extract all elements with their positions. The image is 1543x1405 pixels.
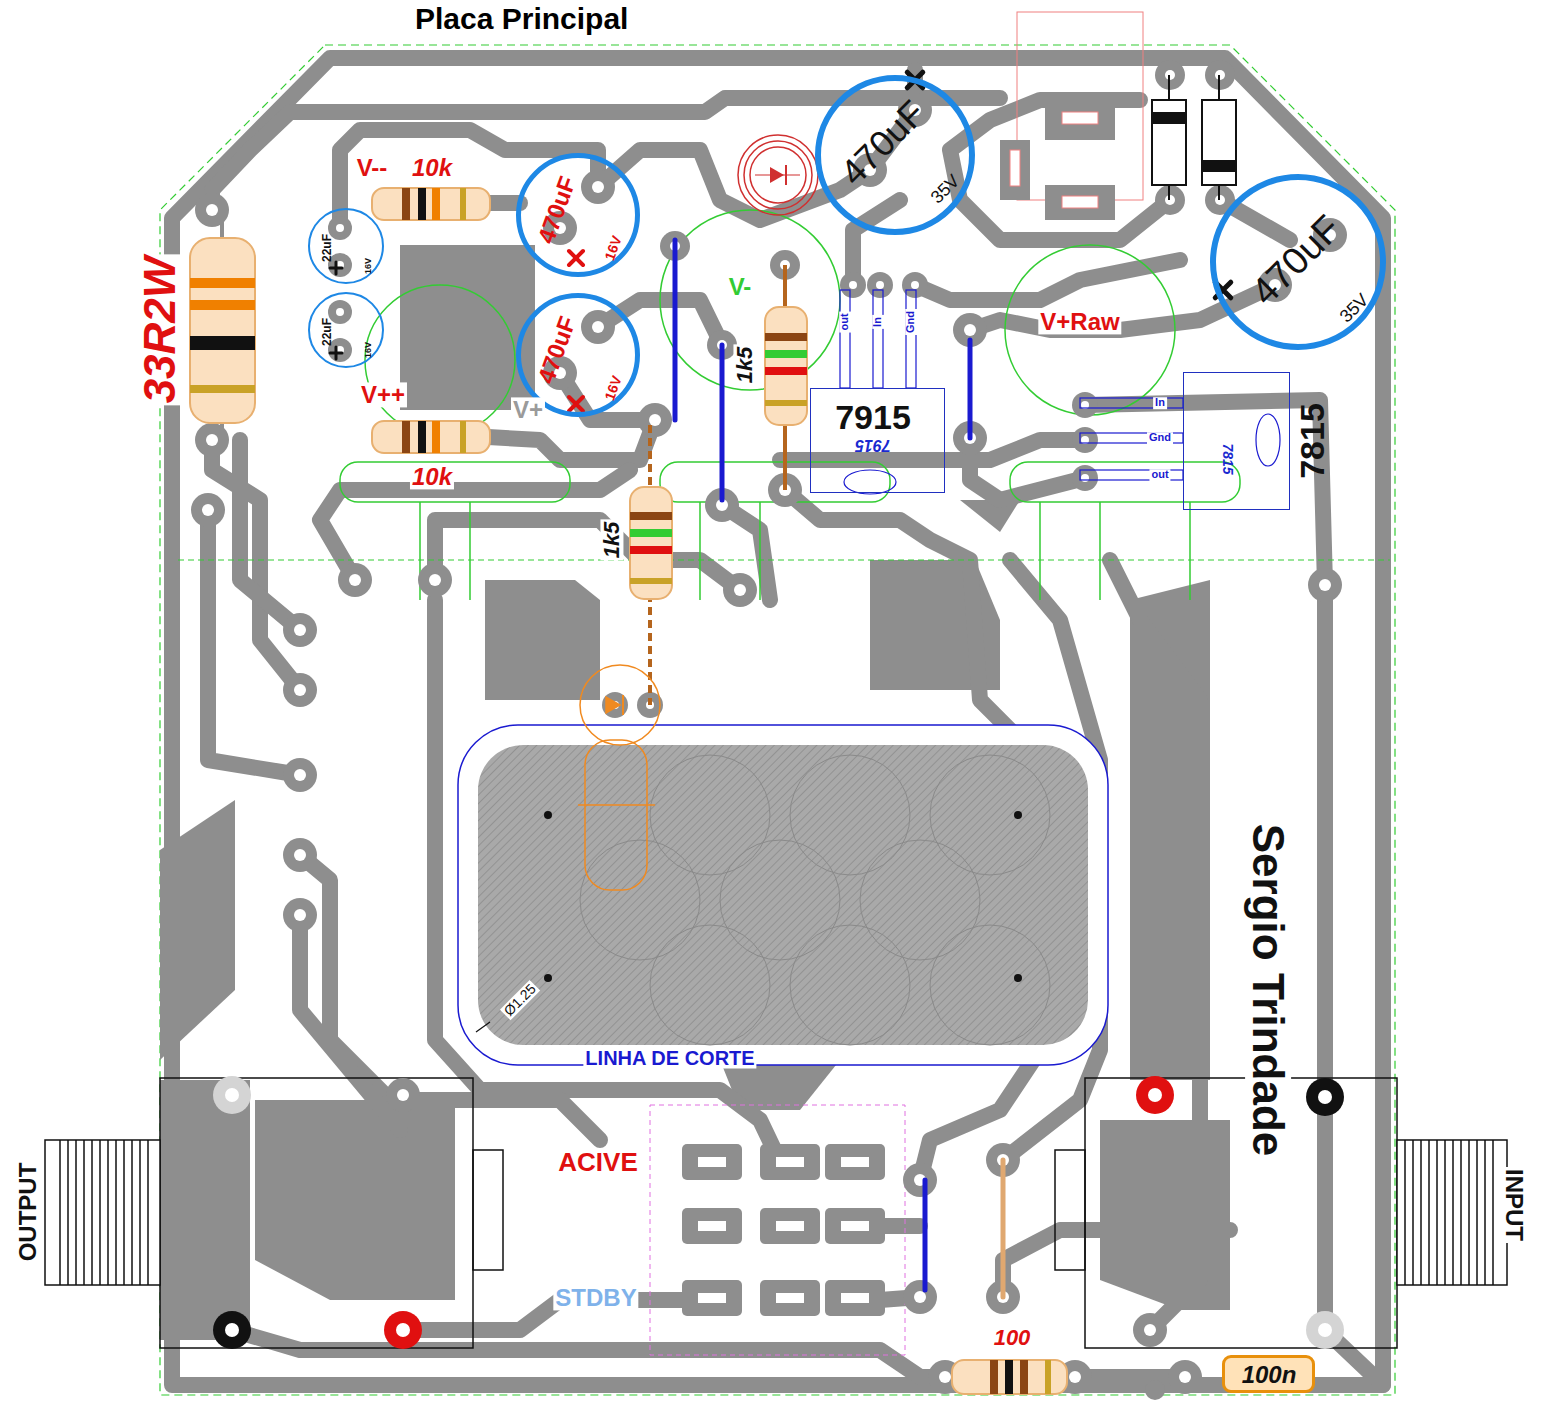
part-rating: 7815 [1221, 443, 1235, 474]
resistor-value: 1k5 [733, 345, 756, 386]
part-value: 470uF [534, 173, 580, 246]
board-title: Placa Principal [415, 2, 628, 36]
connector-name: OUTPUT [15, 1161, 40, 1264]
resistor-value: 33R2W [137, 255, 183, 406]
part-value: 470uF [534, 313, 580, 386]
pin-name: Gnd [1147, 432, 1173, 444]
regulator-body: 7915 7915 [810, 388, 945, 493]
part-value: 100n [1242, 1363, 1297, 1387]
net-name: V- [727, 274, 754, 299]
regulator-pins [840, 290, 1280, 494]
capacitor-outline: 22uF 16V [308, 208, 384, 284]
switch-position: ACIVE [556, 1149, 639, 1176]
resistor-symbol [190, 210, 255, 440]
resistor-symbol [372, 188, 490, 220]
cut-region [458, 725, 1108, 1065]
led-symbol [738, 135, 818, 215]
capacitor-outline: 470uF35V [815, 75, 975, 235]
pin-name: out [839, 311, 851, 332]
relay-footprint [1000, 12, 1143, 220]
net-name: V+ [511, 397, 545, 422]
pin-name: In [1153, 397, 1167, 409]
led-symbol [578, 665, 660, 890]
part-rating: 35V [927, 171, 962, 206]
net-name: V+Raw [1038, 309, 1121, 334]
center-line [178, 560, 1390, 561]
resistor-value: 10k [410, 155, 454, 180]
part-value: 22uF [321, 318, 333, 346]
part-rating: 16V [602, 374, 624, 402]
resistor-symbol [765, 265, 807, 490]
resistor-symbol [630, 425, 672, 705]
connector-name: INPUT [1501, 1167, 1526, 1243]
pin-name: Gnd [905, 309, 917, 335]
part-rating: 16V [602, 234, 624, 262]
part-value: 7915 [835, 400, 911, 434]
diode-symbol [1152, 75, 1236, 200]
copper-traces [172, 58, 1383, 1385]
resistor-symbol [372, 421, 490, 453]
net-name: V-- [355, 155, 390, 180]
solder-pads [191, 60, 1347, 1400]
pin-name: In [872, 315, 884, 329]
part-rating: 16V [364, 342, 373, 358]
board-outline [160, 45, 1395, 1395]
capacitor-outline: 22uF 16V [308, 292, 384, 368]
resistor-value: 1k5 [600, 520, 623, 561]
pin-name: out [1149, 469, 1170, 481]
capacitor-outline: 470uF35V [1210, 174, 1386, 350]
cut-line-note: LINHA DE CORTE [583, 1048, 756, 1069]
part-value: 22uF [321, 234, 333, 262]
part-rating: 7915 [855, 437, 891, 453]
resistor-symbol [952, 1360, 1067, 1394]
part-value: 470uF [1244, 208, 1347, 311]
resistor-value: 10k [410, 464, 454, 489]
copper-zones [160, 245, 1230, 1340]
regulator-body: 78157815 [1183, 372, 1290, 510]
part-value: 7815 [1295, 403, 1329, 479]
heatsink-outlines [340, 210, 1240, 600]
switch-footprint [650, 1105, 905, 1355]
author-mark: Sergio Trindade [1245, 822, 1291, 1159]
part-rating: 35V [1336, 290, 1371, 325]
wire-jumpers [675, 240, 1003, 1297]
part-value: 470uF [834, 94, 932, 192]
polarity-mark [330, 64, 1239, 411]
dimension: Ø1.25 [500, 980, 540, 1020]
switch-position: STDBY [553, 1285, 638, 1310]
capacitor-body: 100n [1222, 1355, 1315, 1393]
net-name: V++ [359, 382, 407, 407]
capacitor-outline: 470uF 16V [516, 153, 640, 277]
resistor-value: 100 [992, 1326, 1033, 1349]
part-rating: 16V [364, 258, 373, 274]
